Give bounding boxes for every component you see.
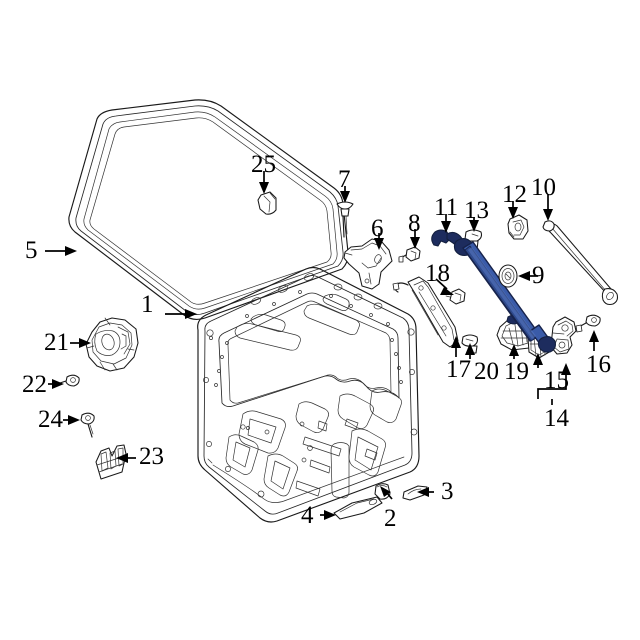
part-weatherstrip-seal <box>68 99 349 321</box>
part-hinge <box>343 238 393 290</box>
part-reinforcement-bracket <box>392 276 459 348</box>
callout-label-21: 21 <box>44 329 69 356</box>
part-gas-lift-support <box>542 220 619 306</box>
callout-label-11: 11 <box>434 194 459 221</box>
callout-label-25: 25 <box>251 151 276 178</box>
callout-label-4: 4 <box>301 502 314 529</box>
callout-label-13: 13 <box>464 197 489 224</box>
callout-label-16: 16 <box>586 351 611 378</box>
callout-label-24: 24 <box>38 406 63 433</box>
part-latch-actuator <box>85 317 139 372</box>
callout-label-5: 5 <box>25 237 38 264</box>
part-power-liftgate-strut-highlighted <box>431 229 556 353</box>
callout-label-14: 14 <box>544 405 569 432</box>
callout-label-9: 9 <box>532 262 545 289</box>
part-liftgate-panel <box>197 266 420 523</box>
callout-label-15: 15 <box>544 367 569 394</box>
part-grommet <box>498 264 518 288</box>
callout-label-18: 18 <box>425 260 450 287</box>
part-screw-24 <box>80 412 95 438</box>
leader-lines <box>45 171 599 520</box>
part-clip <box>445 288 466 305</box>
callout-label-7: 7 <box>338 166 351 193</box>
part-nut <box>398 246 421 263</box>
callout-label-17: 17 <box>446 356 471 383</box>
part-body-clip <box>257 191 277 215</box>
callout-label-2: 2 <box>384 505 397 532</box>
part-applique-trim <box>333 496 383 520</box>
part-striker-wedge <box>95 444 127 480</box>
part-pad <box>402 485 428 501</box>
part-upper-ball-bracket <box>507 214 529 240</box>
callout-label-23: 23 <box>139 443 164 470</box>
callout-label-20: 20 <box>474 358 499 385</box>
part-motor-kit <box>550 316 577 355</box>
callout-label-19: 19 <box>504 358 529 385</box>
callout-label-1: 1 <box>141 291 154 318</box>
callout-label-6: 6 <box>371 215 384 242</box>
part-latch-screw <box>59 374 80 387</box>
callout-label-22: 22 <box>22 371 47 398</box>
part-screw-16 <box>575 314 601 333</box>
callout-label-10: 10 <box>531 174 556 201</box>
callout-label-8: 8 <box>408 210 421 237</box>
callout-label-12: 12 <box>502 181 527 208</box>
callout-label-3: 3 <box>441 478 454 505</box>
